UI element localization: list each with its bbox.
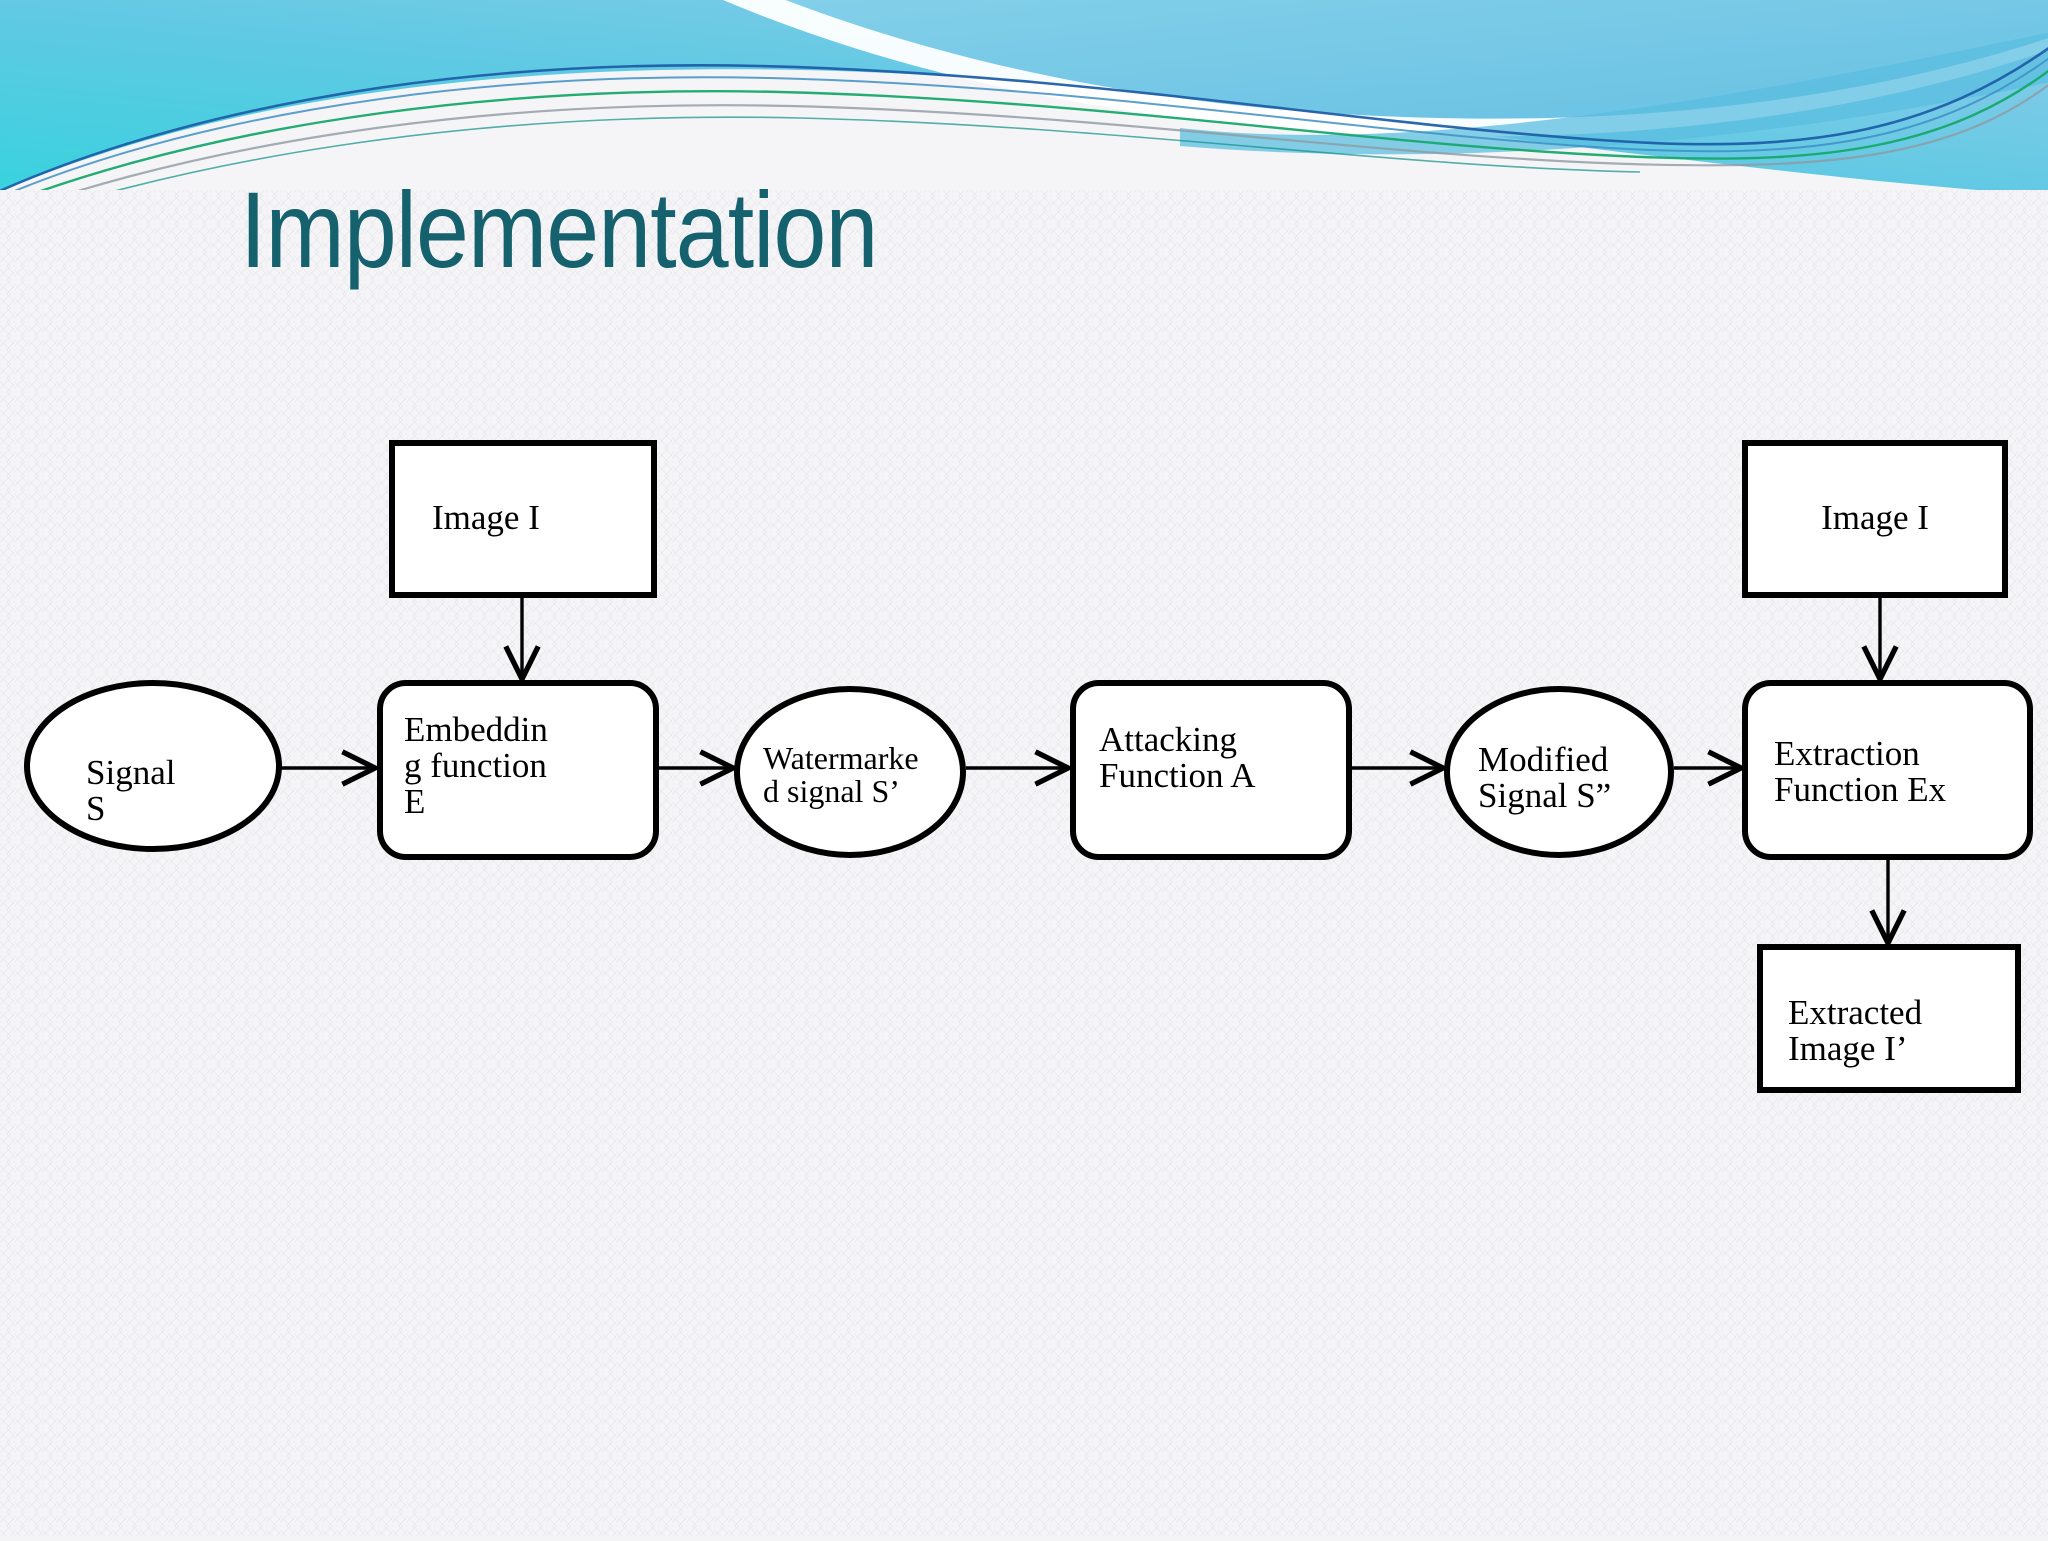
- node-embedding-function[interactable]: [377, 680, 659, 860]
- node-attacking-function[interactable]: [1070, 680, 1352, 860]
- node-extraction-function[interactable]: [1742, 680, 2033, 860]
- node-extracted-image[interactable]: [1757, 944, 2021, 1093]
- node-image-i-right[interactable]: [1742, 440, 2008, 598]
- node-modified-signal[interactable]: [1444, 686, 1674, 858]
- page-title: Implementation: [240, 169, 878, 290]
- header-swoosh-svg: [0, 0, 2048, 190]
- node-signal-s[interactable]: [24, 680, 282, 852]
- node-image-i-left[interactable]: [389, 440, 657, 598]
- node-watermarked-signal[interactable]: [734, 686, 966, 858]
- slide-header-decoration: [0, 0, 2048, 190]
